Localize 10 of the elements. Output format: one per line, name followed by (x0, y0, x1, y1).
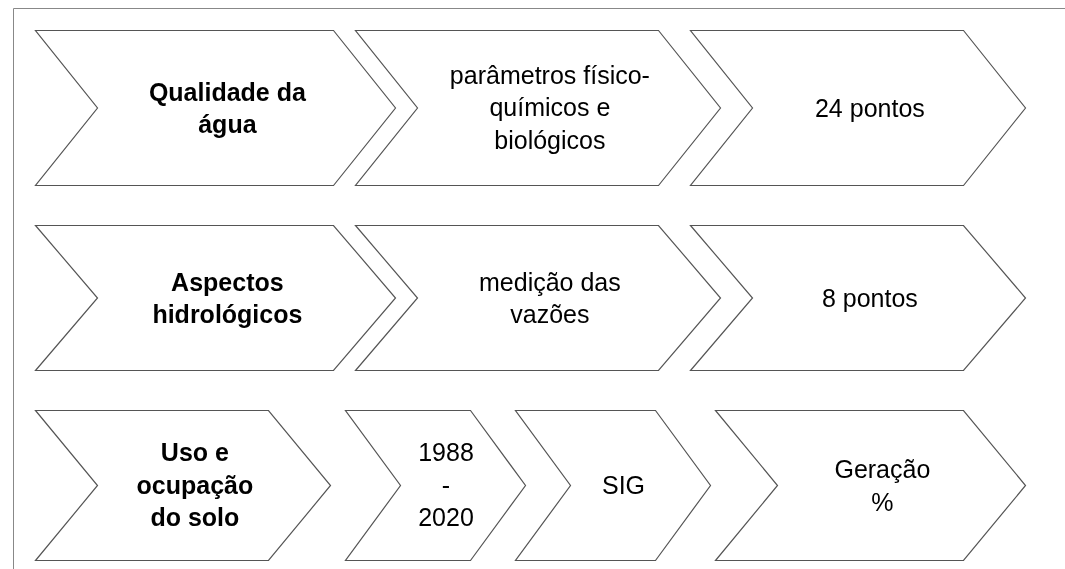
chevron-heading: Qualidade da água (147, 76, 307, 140)
chevron-label: Geração % (833, 453, 932, 517)
chevron-label: 8 pontos (820, 282, 919, 314)
chevron-label: SIG (600, 469, 647, 501)
chevron-label: medição das vazões (478, 266, 622, 330)
chevron-label: parâmetros físico-químicos e biológicos (448, 59, 651, 156)
chevron-label: 1988 - 2020 (417, 437, 475, 534)
chevron-label: 24 pontos (813, 92, 926, 124)
chevron-heading: Aspectos hidrológicos (151, 266, 304, 330)
chevron-heading: Uso e ocupação do solo (135, 437, 255, 534)
